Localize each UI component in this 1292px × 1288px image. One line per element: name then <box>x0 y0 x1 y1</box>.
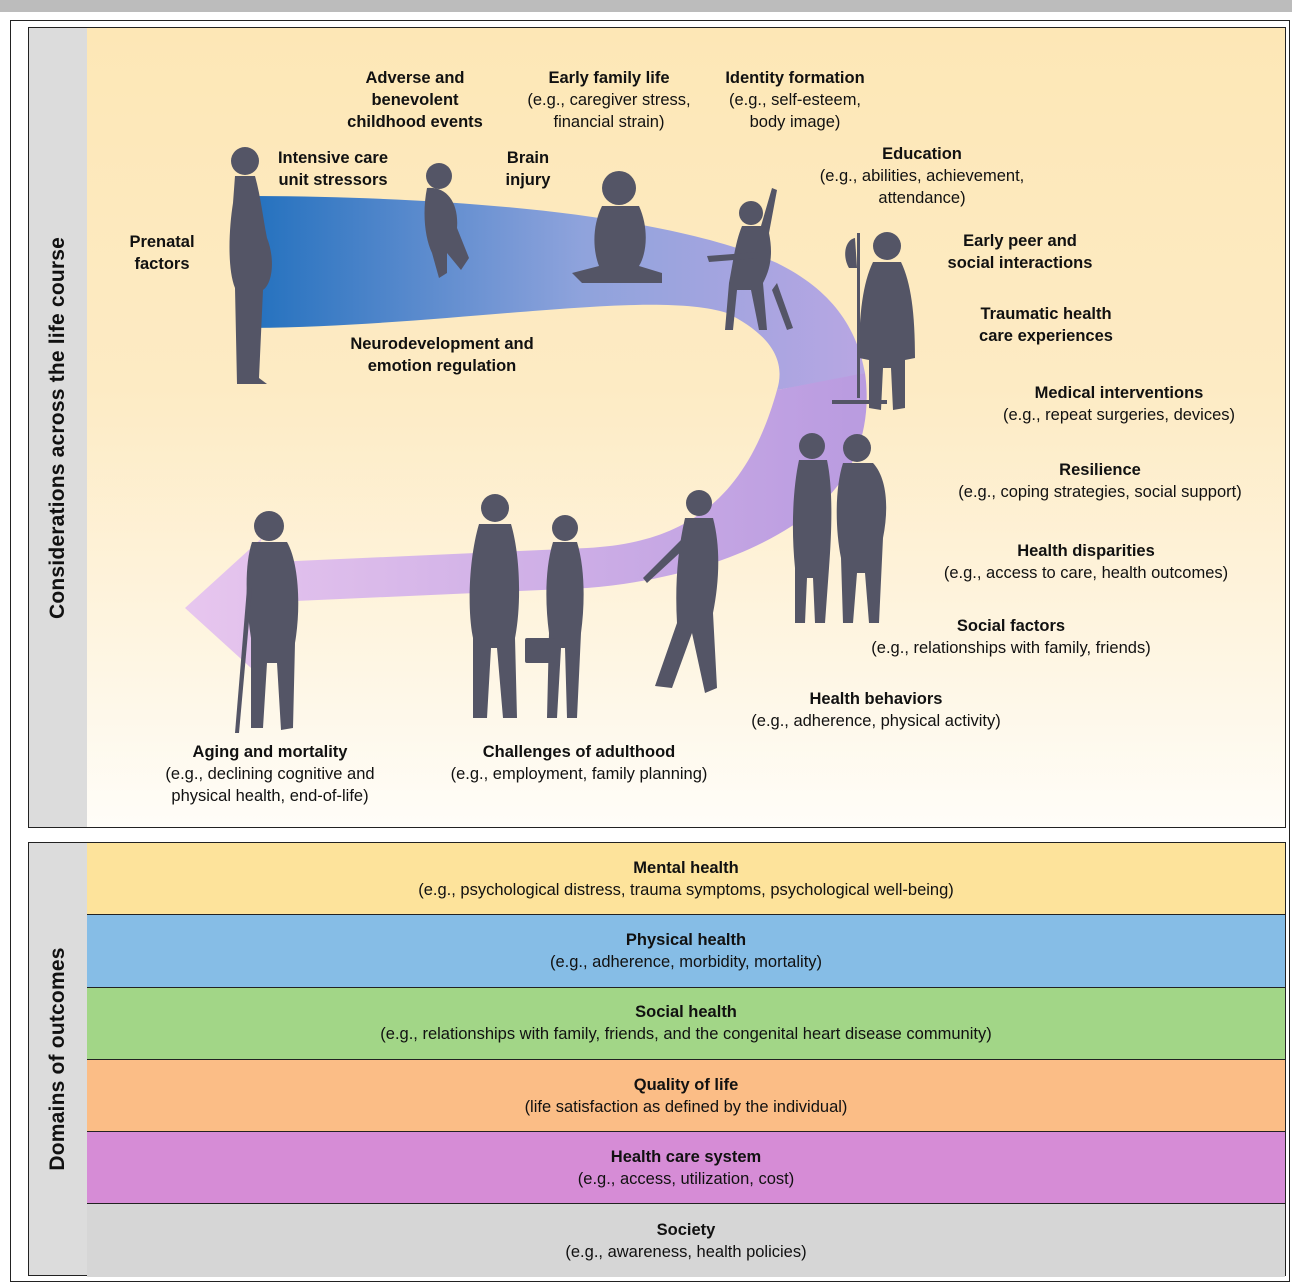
label-description: (e.g., self-esteem, <box>728 91 862 109</box>
label-challenges-adulthood: Challenges of adulthood (e.g., employment… <box>451 741 708 785</box>
label-icu-stressors: Intensive care unit stressors <box>278 147 388 191</box>
life-course-side-bar: Considerations across the life course <box>29 28 88 827</box>
outcome-title: Health care system <box>610 1147 762 1166</box>
silhouette-teens-icon <box>792 433 887 623</box>
life-course-canvas: Neurodevelopment and emotion regulation <box>87 28 1285 827</box>
label-title: factors <box>134 255 190 273</box>
outcome-row: Physical health (e.g., adherence, morbidi… <box>87 915 1285 988</box>
label-title: Prenatal <box>129 233 195 251</box>
outcome-row: Society (e.g., awareness, health policies… <box>87 1204 1285 1277</box>
label-title: Identity formation <box>725 69 865 87</box>
outcome-title: Physical health <box>625 930 747 949</box>
center-label: Neurodevelopment and emotion regulation <box>350 335 534 375</box>
label-title: Medical interventions <box>1034 384 1204 402</box>
label-title: social interactions <box>947 254 1093 272</box>
label-early-peer: Early peer and social interactions <box>948 230 1093 274</box>
label-description: (e.g., abilities, achievement, <box>819 167 1025 185</box>
outcome-title: Quality of life <box>633 1075 739 1094</box>
outcome-description: (e.g., relationships with family, friend… <box>380 1025 992 1044</box>
label-prenatal-factors: Prenatal factors <box>129 231 194 275</box>
label-aging-mortality: Aging and mortality (e.g., declining cogn… <box>165 741 374 807</box>
outcome-description: (e.g., psychological distress, trauma sy… <box>418 880 954 899</box>
silhouette-businessman-icon <box>469 494 520 718</box>
outcome-row: Social health (e.g., relationships with f… <box>87 987 1285 1060</box>
outcomes-side-bar: Domains of outcomes <box>29 843 88 1275</box>
silhouette-student-icon <box>707 188 793 330</box>
outcomes-panel: Domains of outcomes Mental health (e.g., … <box>28 842 1286 1277</box>
label-title: Resilience <box>1059 461 1141 479</box>
label-resilience: Resilience (e.g., coping strategies, soci… <box>958 459 1241 503</box>
label-description: body image) <box>749 113 841 131</box>
label-title: Traumatic health <box>980 305 1112 323</box>
label-health-behaviors: Health behaviors (e.g., adherence, physic… <box>751 688 1000 732</box>
life-course-arrow-diagram <box>185 147 915 733</box>
label-description: (e.g., employment, family planning) <box>450 765 708 783</box>
label-title: Health behaviors <box>809 690 943 708</box>
label-description: (e.g., repeat surgeries, devices) <box>1002 406 1236 424</box>
label-childhood-events: Adverse and benevolent childhood events <box>347 67 483 133</box>
silhouette-child-iv-pole-icon <box>832 232 915 410</box>
label-description: (e.g., access to care, health outcomes) <box>943 564 1229 582</box>
label-description: (e.g., adherence, physical activity) <box>751 712 1001 730</box>
label-title: Early peer and <box>963 232 1077 250</box>
label-identity-formation: Identity formation (e.g., self-esteem, bod… <box>725 67 864 133</box>
label-title: childhood events <box>347 113 483 131</box>
figure-frame <box>10 20 1290 1282</box>
outcome-description: (e.g., access, utilization, cost) <box>577 1169 795 1188</box>
outcome-description: (e.g., adherence, morbidity, mortality) <box>549 952 823 971</box>
silhouette-elderly-cane-icon <box>235 511 299 733</box>
silhouette-businesswoman-icon <box>525 515 584 718</box>
label-title: Challenges of adulthood <box>482 743 676 761</box>
outcome-row: Mental health (e.g., psychological distre… <box>87 843 1285 916</box>
label-description: (e.g., coping strategies, social support… <box>958 483 1242 501</box>
label-early-family-life: Early family life (e.g., caregiver stress… <box>527 67 690 133</box>
silhouette-infant-icon <box>424 163 469 278</box>
outcome-title: Social health <box>635 1003 737 1022</box>
silhouette-toddler-icon <box>572 171 662 283</box>
label-title: Education <box>882 145 962 163</box>
label-title: Intensive care <box>277 149 389 167</box>
outcome-row: Health care system (e.g., access, utiliza… <box>87 1132 1285 1205</box>
label-title: Early family life <box>548 69 670 87</box>
label-title: Adverse and <box>365 69 465 87</box>
top-rule <box>0 0 1292 12</box>
label-traumatic-health-care: Traumatic health care experiences <box>979 303 1113 347</box>
outcome-description: (e.g., awareness, health policies) <box>565 1242 807 1261</box>
outcome-title: Society <box>656 1220 716 1239</box>
outcome-rows: Mental health (e.g., psychological distre… <box>87 843 1285 1277</box>
silhouette-pregnant-woman-icon <box>229 147 272 384</box>
label-medical-interventions: Medical interventions (e.g., repeat surge… <box>1003 382 1235 426</box>
label-title: Health disparities <box>1017 542 1155 560</box>
label-description: financial strain) <box>553 113 665 131</box>
label-title: benevolent <box>371 91 459 109</box>
arrow-upper-band <box>237 196 865 390</box>
outcome-title: Mental health <box>633 858 739 877</box>
label-description: (e.g., caregiver stress, <box>527 91 691 109</box>
label-title: unit stressors <box>278 171 388 189</box>
label-education: Education (e.g., abilities, achievement, a… <box>820 143 1025 209</box>
label-title: injury <box>505 171 551 189</box>
label-title: Brain <box>506 149 550 167</box>
label-description: attendance) <box>878 189 966 207</box>
outcome-description: (life satisfaction as defined by the ind… <box>524 1097 848 1116</box>
label-health-disparities: Health disparities (e.g., access to care,… <box>944 540 1228 584</box>
label-social-factors: Social factors (e.g., relationships with … <box>871 615 1150 659</box>
outcome-row: Quality of life (life satisfaction as def… <box>87 1059 1285 1133</box>
label-title: Social factors <box>956 617 1066 635</box>
label-brain-injury: Brain injury <box>506 147 551 191</box>
silhouette-walking-man-icon <box>643 490 719 693</box>
label-title: Aging and mortality <box>192 743 348 761</box>
label-title: care experiences <box>979 327 1113 345</box>
label-description: physical health, end-of-life) <box>171 787 369 805</box>
label-description: (e.g., declining cognitive and <box>165 765 375 783</box>
label-description: (e.g., relationships with family, friend… <box>871 639 1151 657</box>
silhouettes <box>229 147 915 733</box>
life-course-panel: Considerations across the life course <box>28 27 1286 828</box>
life-course-side-label: Considerations across the life course <box>46 236 69 619</box>
outcomes-side-label: Domains of outcomes <box>46 947 69 1171</box>
